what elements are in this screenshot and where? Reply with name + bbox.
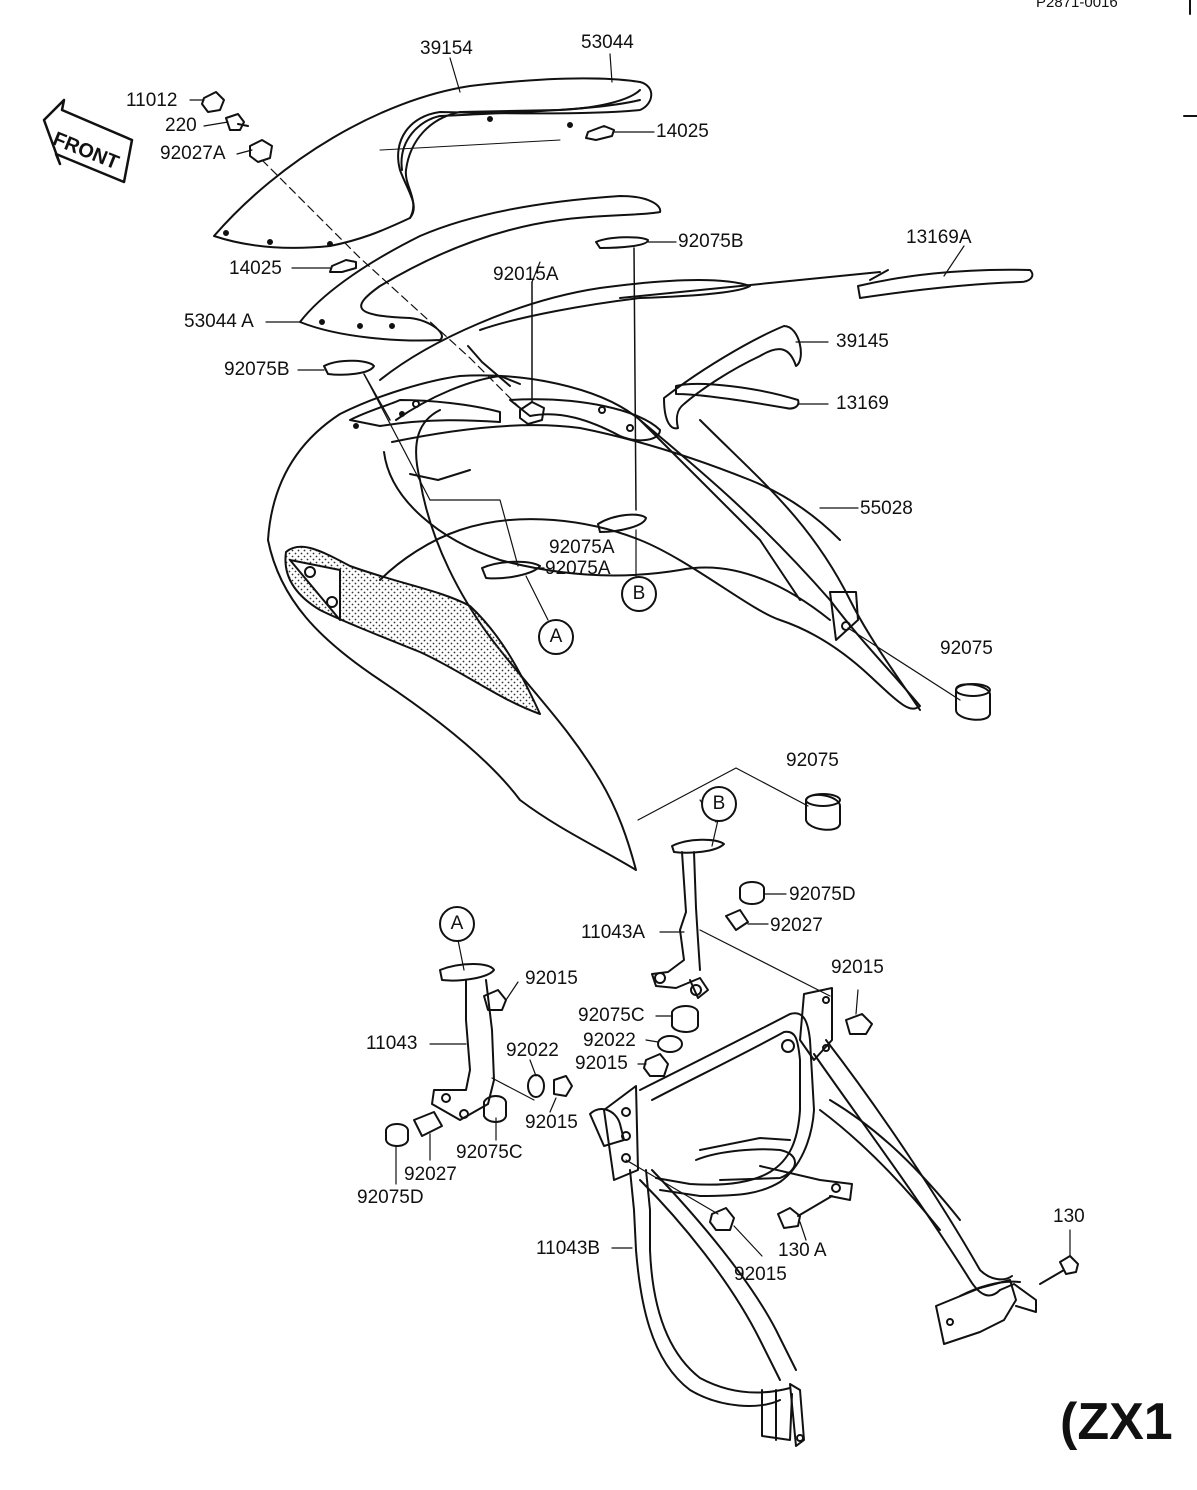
part-label-92015-bot: 92015 bbox=[734, 1264, 787, 1285]
part-label-130: 130 bbox=[1053, 1206, 1085, 1227]
part-label-92015A: 92015A bbox=[493, 264, 559, 285]
part-label-92027A: 92027A bbox=[160, 143, 226, 164]
part-label-55028: 55028 bbox=[860, 498, 913, 519]
bolt-220-shape bbox=[225, 113, 249, 131]
part-label-53044A: 53044 A bbox=[184, 311, 254, 332]
part-label-14025-mid: 14025 bbox=[229, 258, 282, 279]
nut-92015A-shape bbox=[519, 401, 545, 425]
edge-marks bbox=[1183, 0, 1197, 117]
cowl-body-shape bbox=[267, 345, 961, 871]
part-label-92075B-left: 92075B bbox=[224, 359, 290, 380]
part-label-92075C-r: 92075C bbox=[578, 1005, 645, 1026]
part-label-92022-l: 92022 bbox=[506, 1040, 559, 1061]
part-label-92075A-1: 92075A bbox=[549, 537, 615, 558]
stay-13169A-shape bbox=[857, 268, 1034, 299]
bolt-130A-shape bbox=[777, 1195, 833, 1229]
drawing-code: P2871-0016 bbox=[1036, 0, 1118, 11]
ref-circle-b-lower: B bbox=[701, 786, 737, 822]
part-label-14025-top: 14025 bbox=[656, 121, 709, 142]
part-label-92015-r2: 92015 bbox=[575, 1053, 628, 1074]
stay-11043A-shape bbox=[651, 838, 725, 999]
plate-92075B-left-shape bbox=[323, 359, 375, 376]
part-label-13169A: 13169A bbox=[906, 227, 972, 248]
part-label-92075B-top: 92075B bbox=[678, 231, 744, 252]
part-label-53044: 53044 bbox=[581, 32, 634, 53]
part-label-92015-l2: 92015 bbox=[525, 1112, 578, 1133]
grommet-mid-shape bbox=[329, 259, 357, 273]
part-label-11012: 11012 bbox=[126, 90, 178, 111]
frame-11043B-shape bbox=[589, 987, 1037, 1447]
leader-lines bbox=[189, 53, 1071, 1257]
damper-92027A-shape bbox=[249, 139, 273, 163]
part-label-11043B: 11043B bbox=[536, 1238, 601, 1259]
nut-92015-r2-shape bbox=[643, 1053, 669, 1077]
bolt-130-shape bbox=[1039, 1255, 1079, 1285]
part-label-39154: 39154 bbox=[420, 38, 473, 59]
grommet-top-shape bbox=[585, 125, 615, 141]
part-label-11043A: 11043A bbox=[581, 922, 646, 943]
plate-92075A-2-shape bbox=[597, 513, 647, 533]
bushing-92075D-left-shape bbox=[385, 1123, 409, 1147]
part-label-39145: 39145 bbox=[836, 331, 889, 352]
part-label-220: 220 bbox=[165, 115, 197, 136]
front-arrow-icon bbox=[42, 98, 134, 184]
part-label-92075D-right: 92075D bbox=[789, 884, 856, 905]
plate-92075A-1-shape bbox=[481, 560, 541, 580]
stay-13169-shape bbox=[675, 382, 800, 410]
part-label-92027-left: 92027 bbox=[404, 1164, 457, 1185]
part-label-92027-right: 92027 bbox=[770, 915, 823, 936]
part-label-92075A-2: 92075A bbox=[545, 558, 611, 579]
part-label-92075-mid: 92075 bbox=[786, 750, 839, 771]
stay-11043-shape bbox=[431, 963, 495, 1121]
part-label-92022-r: 92022 bbox=[583, 1030, 636, 1051]
trim-lower-shape bbox=[299, 195, 662, 342]
damper-92027-right-shape bbox=[725, 909, 749, 931]
washer-92022-left-shape bbox=[527, 1074, 545, 1098]
bracket-39145-shape bbox=[663, 325, 802, 430]
washer-92022-right-shape bbox=[657, 1035, 683, 1053]
nut-92015-r1-shape bbox=[845, 1013, 873, 1035]
part-label-11043: 11043 bbox=[366, 1033, 418, 1054]
part-label-92075-right: 92075 bbox=[940, 638, 993, 659]
model-label: (ZX1 bbox=[1060, 1393, 1173, 1451]
windscreen-shape bbox=[213, 77, 653, 249]
ref-circle-b-upper: B bbox=[621, 576, 657, 612]
part-label-92075D-left: 92075D bbox=[357, 1187, 424, 1208]
nut-92015-bot-shape bbox=[709, 1207, 735, 1231]
part-label-13169: 13169 bbox=[836, 393, 889, 414]
nut-11012-shape bbox=[201, 91, 225, 113]
plate-92075B-top-shape bbox=[595, 236, 649, 249]
ref-circle-a-upper: A bbox=[538, 619, 574, 655]
vent-grille-shape bbox=[284, 545, 541, 715]
part-label-92075C-l: 92075C bbox=[456, 1142, 523, 1163]
nut-92015-l2-shape bbox=[553, 1075, 573, 1097]
bushing-92075C-right-shape bbox=[671, 1005, 699, 1033]
bushing-92075-right-shape bbox=[955, 683, 991, 721]
part-label-92015-l1: 92015 bbox=[525, 968, 578, 989]
part-label-92015-r1: 92015 bbox=[831, 957, 884, 978]
part-label-130A: 130 A bbox=[778, 1240, 827, 1261]
bushing-92075-mid-shape bbox=[805, 793, 841, 831]
bushing-92075D-right-shape bbox=[739, 881, 765, 905]
damper-92027-left-shape bbox=[413, 1111, 443, 1137]
trim-upper-shape bbox=[404, 89, 641, 219]
bushing-92075C-left-shape bbox=[483, 1095, 507, 1123]
ref-circle-a-lower: A bbox=[439, 906, 475, 942]
nut-92015-l1-shape bbox=[483, 989, 507, 1011]
